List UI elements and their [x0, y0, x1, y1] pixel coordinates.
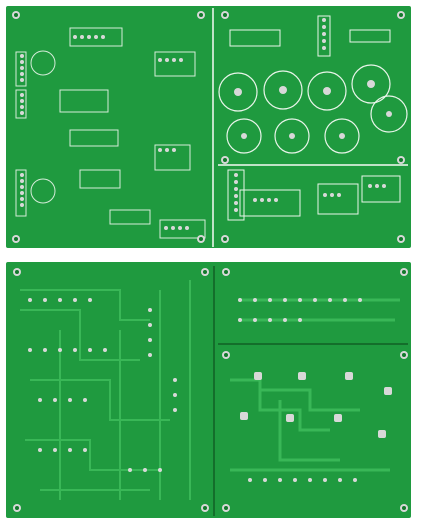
bottom-pcb-board [6, 262, 411, 518]
top-pcb-board [6, 6, 411, 248]
